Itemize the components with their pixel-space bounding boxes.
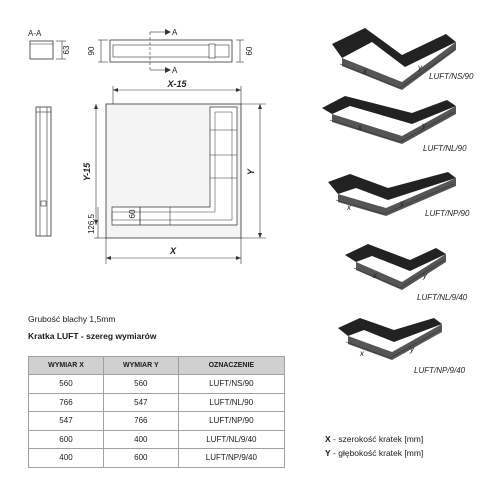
product-np-90: x y LUFT/NP/90 — [328, 172, 470, 218]
cell-code: LUFT/NS/90 — [177, 374, 286, 394]
legend-x-text: - szerokość kratek [mm] — [330, 434, 424, 444]
svg-text:y: y — [422, 271, 428, 280]
svg-text:x: x — [357, 123, 363, 132]
cell-x: 600 — [28, 429, 104, 449]
cell-y: 560 — [102, 374, 179, 394]
legend-x: X - szerokość kratek [mm] — [325, 434, 423, 444]
cell-x: 400 — [28, 448, 104, 468]
legend-y-text: - głębokość kratek [mm] — [330, 448, 424, 458]
product-nl-9-40: x y LUFT/NL/9/40 — [345, 244, 468, 302]
cell-code: LUFT/NL/9/40 — [177, 429, 286, 449]
cell-y: 600 — [102, 448, 179, 468]
top-view-strip — [109, 39, 233, 63]
label-np-90: LUFT/NP/90 — [425, 209, 470, 218]
cell-y: 547 — [102, 392, 179, 412]
dim-60-inner-label: 60 — [128, 209, 137, 218]
grille-l-shape — [111, 106, 238, 226]
section-mark-bottom: A — [172, 66, 178, 75]
svg-text:y: y — [409, 345, 415, 354]
section-mark-top: A — [172, 28, 178, 37]
series-title: Kratka LUFT - szereg wymiarów — [28, 331, 157, 341]
cell-code: LUFT/NP/90 — [177, 411, 286, 431]
dim-60-top-label: 60 — [245, 46, 254, 55]
table-row: 766 547 LUFT/NL/90 — [28, 392, 286, 412]
sheet-thickness: Grubość blachy 1,5mm — [28, 314, 116, 324]
cell-x: 560 — [28, 374, 104, 394]
cell-y: 400 — [102, 429, 179, 449]
dim-x-label: X — [169, 246, 177, 256]
header-oznaczenie: OZNACZENIE — [177, 356, 286, 375]
dim-90-label: 90 — [87, 46, 96, 55]
header-wymiar-x: WYMIAR X — [28, 356, 104, 375]
dim-y-minus-label: Y-15 — [82, 162, 92, 181]
dim-y-label: Y — [246, 168, 256, 175]
section-profile — [29, 40, 54, 60]
cell-x: 547 — [28, 411, 104, 431]
dimensions-table: WYMIAR X WYMIAR Y OZNACZENIE 560 560 LUF… — [28, 356, 286, 468]
header-wymiar-y: WYMIAR Y — [102, 356, 179, 375]
svg-text:x: x — [346, 203, 352, 212]
table-row: 400 600 LUFT/NP/9/40 — [28, 448, 286, 468]
product-ns-90: x y LUFT/NS/90 — [332, 28, 474, 90]
legend-x-key: X — [325, 434, 331, 444]
label-nl-90: LUFT/NL/90 — [423, 144, 467, 153]
table-row: 560 560 LUFT/NS/90 — [28, 374, 286, 394]
cell-code: LUFT/NP/9/40 — [177, 448, 286, 468]
svg-text:y: y — [417, 63, 423, 72]
table-row: 547 766 LUFT/NP/90 — [28, 411, 286, 431]
table-header-row: WYMIAR X WYMIAR Y OZNACZENIE — [28, 356, 286, 375]
legend-y: Y - głębokość kratek [mm] — [325, 448, 423, 458]
product-np-9-40: x y LUFT/NP/9/40 — [338, 318, 466, 375]
svg-text:x: x — [362, 67, 368, 76]
section-label: A-A — [28, 29, 42, 38]
svg-text:y: y — [399, 199, 405, 208]
legend-y-key: Y — [325, 448, 331, 458]
cell-x: 766 — [28, 392, 104, 412]
table-row: 600 400 LUFT/NL/9/40 — [28, 429, 286, 449]
label-np-9-40: LUFT/NP/9/40 — [414, 366, 466, 375]
svg-text:y: y — [421, 121, 427, 130]
dim-x-minus-label: X-15 — [166, 79, 187, 89]
dim-63-label: 63 — [62, 45, 71, 54]
label-nl-9-40: LUFT/NL/9/40 — [417, 293, 468, 302]
svg-text:x: x — [372, 271, 378, 280]
side-elevation — [35, 106, 52, 237]
cell-y: 766 — [102, 411, 179, 431]
product-nl-90: x y LUFT/NL/90 — [322, 96, 467, 153]
dim-126-label: 126,5 — [87, 213, 96, 234]
label-ns-90: LUFT/NS/90 — [429, 72, 474, 81]
cell-code: LUFT/NL/90 — [177, 392, 286, 412]
svg-text:x: x — [359, 349, 365, 358]
